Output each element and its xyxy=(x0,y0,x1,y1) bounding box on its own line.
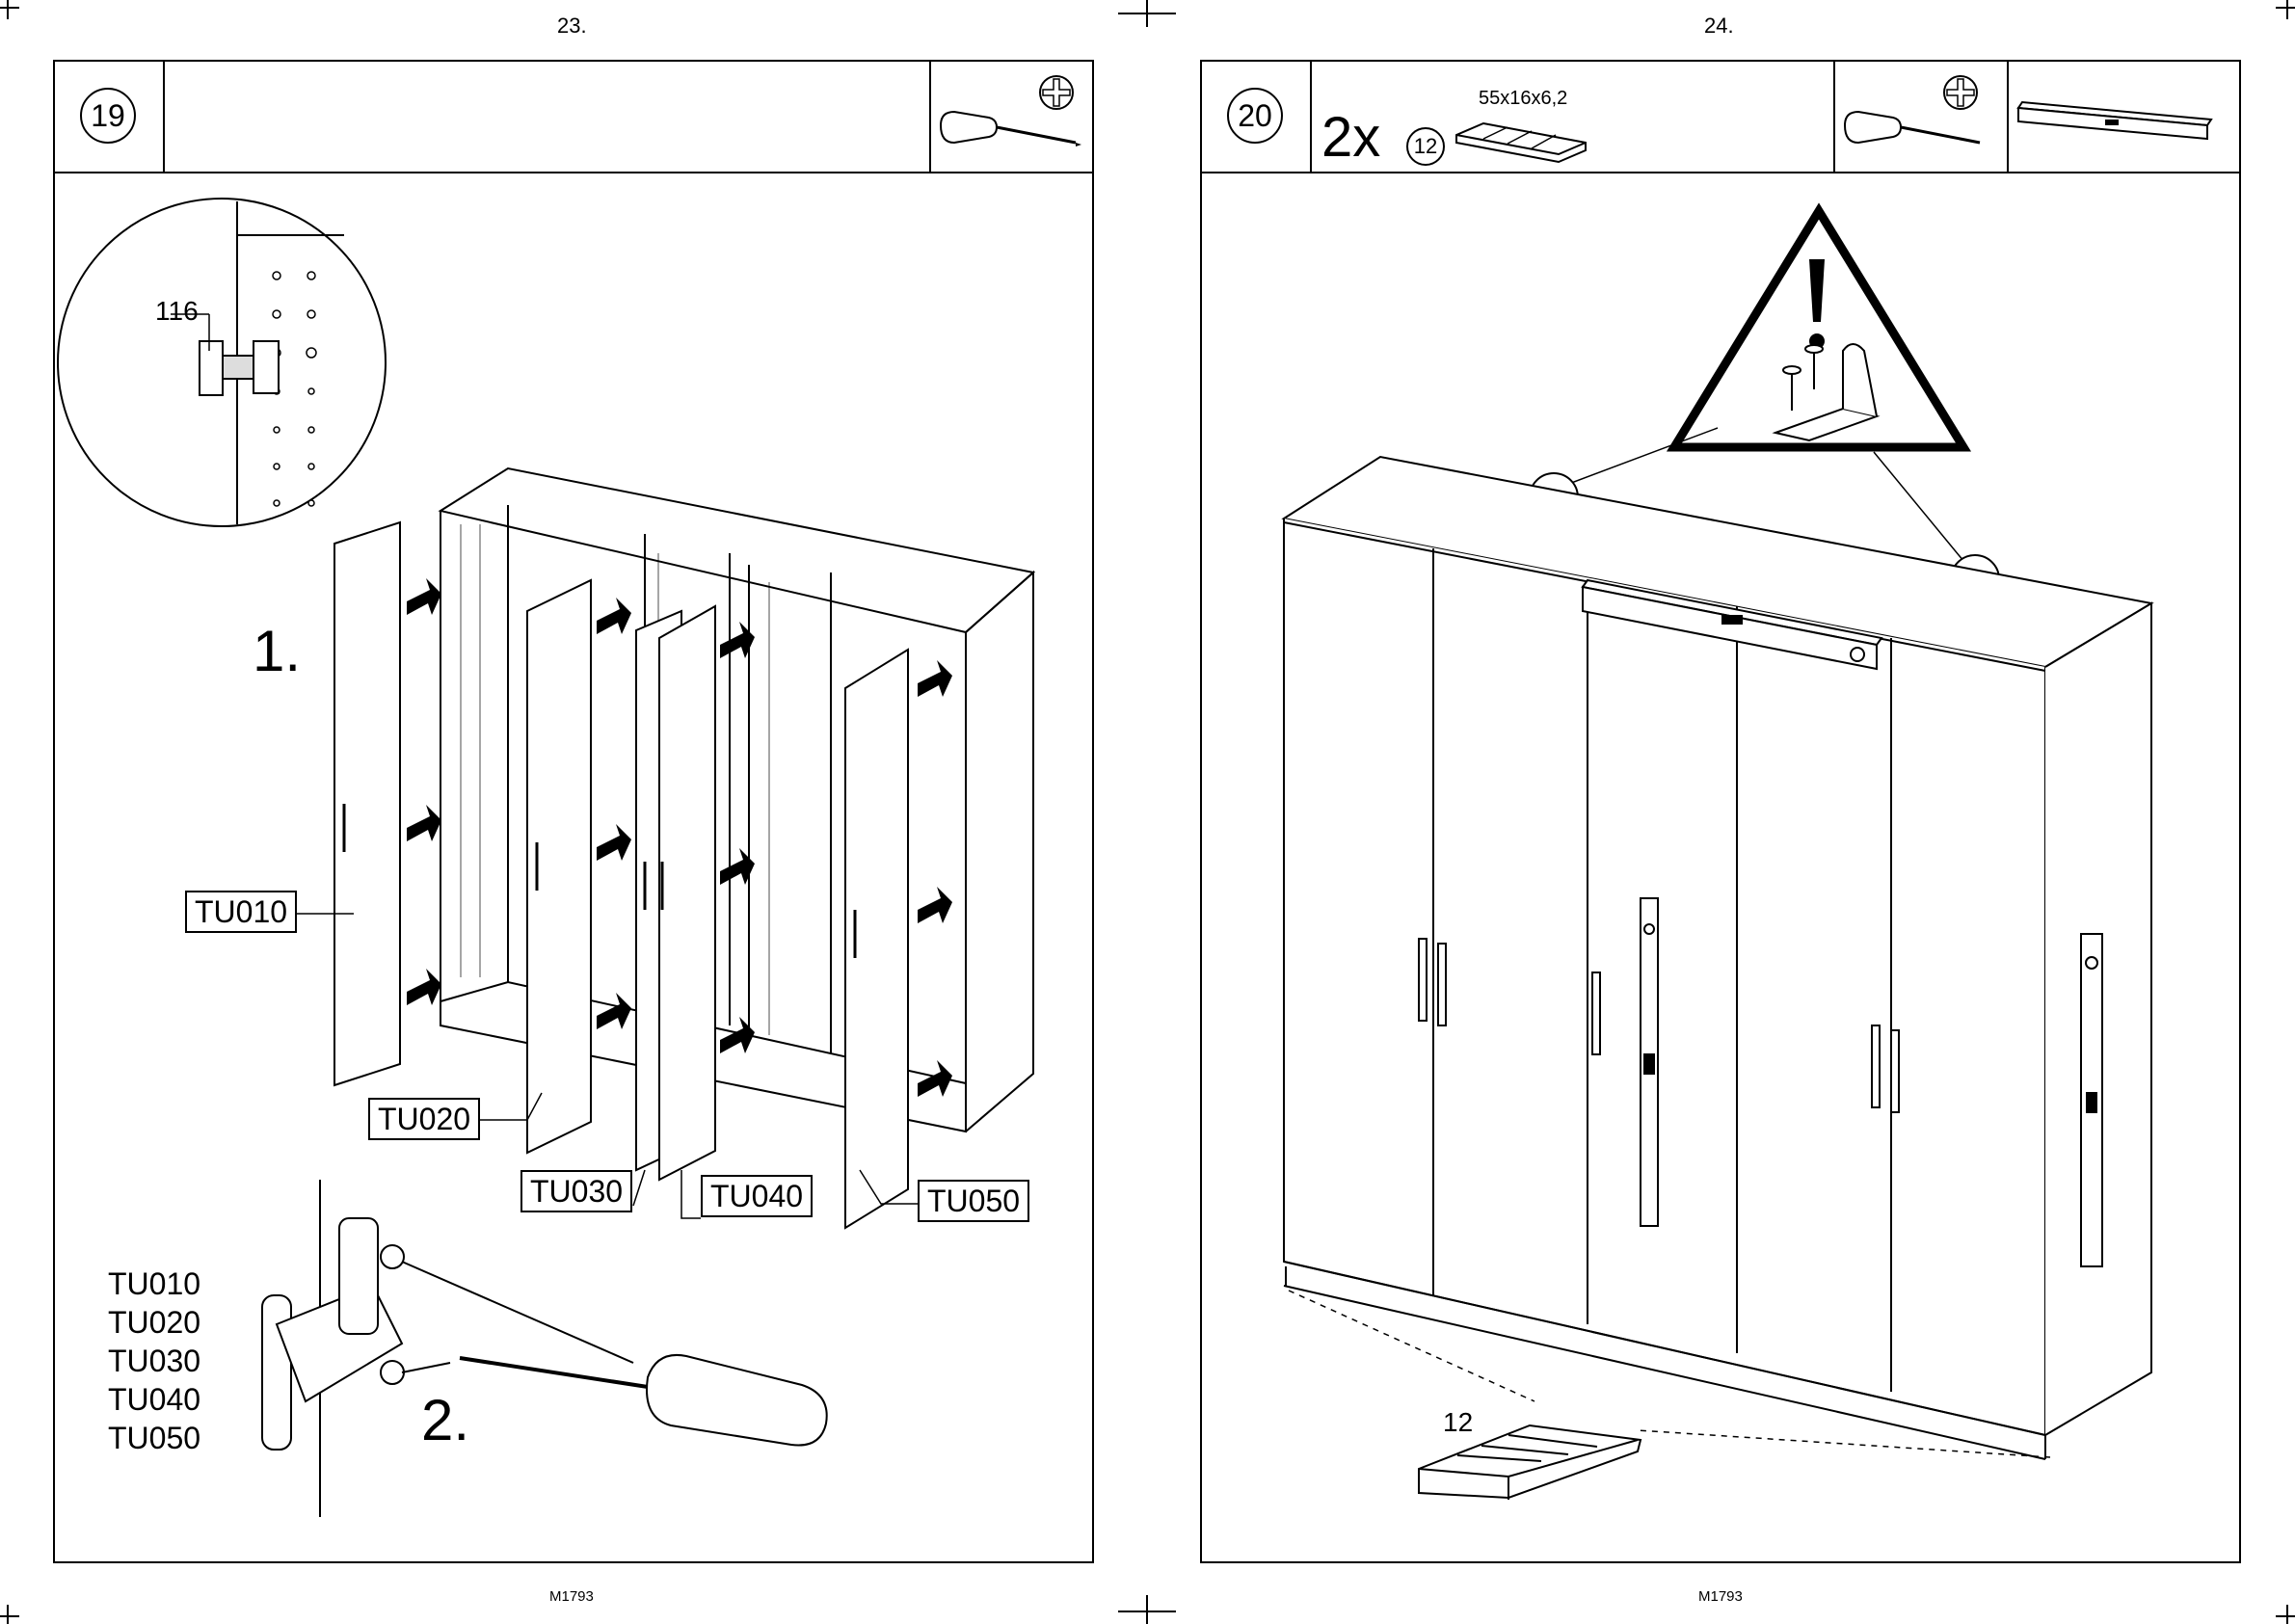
list-label-tu010: TU010 xyxy=(108,1268,200,1299)
footer-right: M1793 xyxy=(1698,1588,1743,1605)
carcass-hole-rows xyxy=(460,524,770,1035)
door-label-tu020: TU020 xyxy=(368,1098,480,1140)
wedge-label-12: 12 xyxy=(1443,1409,1473,1436)
step-20-illustration xyxy=(1202,62,2243,1565)
door-tu040 xyxy=(659,606,715,1180)
page-number-left: 23. xyxy=(557,13,587,39)
sub-step-2: 2. xyxy=(421,1392,469,1450)
step-20-panel: 20 2x 12 55x16x6,2 xyxy=(1200,60,2241,1563)
door-label-tu040: TU040 xyxy=(701,1175,813,1217)
step-19-panel: 19 xyxy=(53,60,1094,1563)
hinge-closeup xyxy=(262,1180,404,1517)
door-label-tu010: TU010 xyxy=(185,891,297,933)
list-label-tu040: TU040 xyxy=(108,1384,200,1415)
door-label-tu050: TU050 xyxy=(918,1180,1029,1222)
sub-step-1: 1. xyxy=(253,623,301,680)
warning-triangle-icon xyxy=(1674,211,1963,447)
page-number-right: 24. xyxy=(1704,13,1734,39)
spirit-level-door xyxy=(1641,898,1658,1226)
hinge-detail-magnifier xyxy=(58,199,386,526)
detail-label-116: 116 xyxy=(155,298,199,325)
list-label-tu050: TU050 xyxy=(108,1423,200,1453)
step-19-illustration xyxy=(55,62,1096,1565)
spirit-level-side xyxy=(2081,934,2102,1266)
footer-left: M1793 xyxy=(549,1588,594,1605)
list-label-tu030: TU030 xyxy=(108,1345,200,1376)
door-label-tu030: TU030 xyxy=(520,1170,632,1212)
list-label-tu020: TU020 xyxy=(108,1307,200,1338)
